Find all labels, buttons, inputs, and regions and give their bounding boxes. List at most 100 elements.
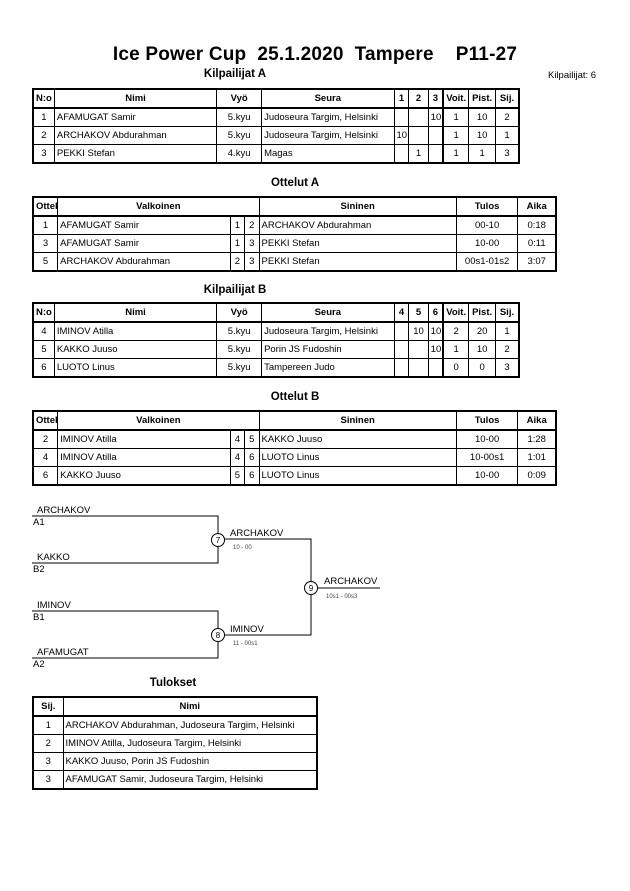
cell-white: KAKKO Juuso bbox=[57, 466, 231, 486]
matches-a-header-row: Ottelu Valkoinen Sininen Tulos Aika bbox=[32, 196, 557, 217]
table-row: 6 KAKKO Juuso 5 6 LUOTO Linus 10-00 0:09 bbox=[32, 466, 557, 486]
match-badge-8 bbox=[211, 628, 225, 642]
cell-blue: ARCHAKOV Abdurahman bbox=[258, 215, 457, 235]
table-row: 3 KAKKO Juuso, Porin JS Fudoshin bbox=[32, 752, 318, 771]
bracket-semi2-winner: IMINOV bbox=[230, 624, 264, 635]
header-time: Aika bbox=[517, 196, 557, 217]
cell-place: 3 bbox=[494, 358, 520, 378]
cell-wins: 1 bbox=[442, 107, 470, 127]
cell-place: 2 bbox=[32, 734, 64, 753]
header-opp-1: 1 bbox=[393, 88, 410, 109]
cell-name: AFAMUGAT Samir, Judoseura Targim, Helsin… bbox=[62, 770, 318, 790]
bracket-entrant-3-name: IMINOV bbox=[37, 600, 71, 611]
cell-name: KAKKO Juuso bbox=[53, 340, 218, 359]
matches-b-header-row: Ottelu Valkoinen Sininen Tulos Aika bbox=[32, 410, 557, 431]
bracket-lines bbox=[32, 515, 380, 659]
header-result: Tulos bbox=[455, 410, 519, 431]
cell-name: IMINOV Atilla, Judoseura Targim, Helsink… bbox=[62, 734, 318, 753]
table-row: 3 AFAMUGAT Samir 1 3 PEKKI Stefan 10-00 … bbox=[32, 234, 557, 253]
cell-white-no: 4 bbox=[229, 429, 246, 449]
bracket-semi1-score: 10 - 00 bbox=[233, 545, 252, 551]
table-row: 4 IMINOV Atilla 4 6 LUOTO Linus 10-00s1 … bbox=[32, 448, 557, 467]
bracket-semi1-winner: ARCHAKOV bbox=[230, 528, 284, 539]
cell-club: Porin JS Fudoshin bbox=[261, 340, 395, 359]
table-row: 2 IMINOV Atilla, Judoseura Targim, Helsi… bbox=[32, 734, 318, 753]
matches-b-heading: Ottelut B bbox=[270, 391, 320, 403]
cell-blue: KAKKO Juuso bbox=[258, 429, 457, 449]
matches-a-table: Ottelu Valkoinen Sininen Tulos Aika 1 AF… bbox=[32, 196, 557, 272]
table-row: 1 ARCHAKOV Abdurahman, Judoseura Targim,… bbox=[32, 715, 318, 735]
cell-time: 0:09 bbox=[517, 466, 557, 486]
table-row: 4 IMINOV Atilla 5.kyu Judoseura Targim, … bbox=[32, 321, 520, 341]
cell-match: 1 bbox=[32, 215, 59, 235]
cell-belt: 4.kyu bbox=[216, 144, 263, 164]
cell-blue-no: 3 bbox=[244, 252, 260, 272]
header-time: Aika bbox=[517, 410, 557, 431]
cell-score-2 bbox=[408, 126, 429, 145]
cell-place: 3 bbox=[494, 144, 520, 164]
pool-b-table: N:o Nimi Vyö Seura 4 5 6 Voit. Pist. Sij… bbox=[32, 302, 520, 378]
cell-score-4 bbox=[393, 321, 410, 341]
header-wins: Voit. bbox=[442, 88, 470, 109]
cell-name: KAKKO Juuso, Porin JS Fudoshin bbox=[62, 752, 318, 771]
cell-white: IMINOV Atilla bbox=[57, 448, 231, 467]
cell-wins: 2 bbox=[442, 321, 470, 341]
table-row: 5 ARCHAKOV Abdurahman 2 3 PEKKI Stefan 0… bbox=[32, 252, 557, 272]
header-belt: Vyö bbox=[216, 88, 263, 109]
cell-time: 0:11 bbox=[517, 234, 557, 253]
cell-result: 00-10 bbox=[455, 215, 519, 235]
header-name: Nimi bbox=[62, 696, 318, 717]
cell-wins: 1 bbox=[442, 144, 470, 164]
bracket-semi2-score: 11 - 00s1 bbox=[233, 641, 258, 647]
results-table: Sij. Nimi 1 ARCHAKOV Abdurahman, Judoseu… bbox=[32, 696, 318, 790]
table-row: 2 ARCHAKOV Abdurahman 5.kyu Judoseura Ta… bbox=[32, 126, 520, 145]
cell-no: 4 bbox=[32, 321, 55, 341]
cell-club: Tampereen Judo bbox=[261, 358, 395, 378]
cell-score-4 bbox=[393, 340, 410, 359]
pool-b-header-row: N:o Nimi Vyö Seura 4 5 6 Voit. Pist. Sij… bbox=[32, 302, 520, 323]
cell-white-no: 5 bbox=[229, 466, 246, 486]
cell-place: 1 bbox=[32, 715, 64, 735]
header-points: Pist. bbox=[468, 302, 496, 323]
cell-white-no: 1 bbox=[229, 234, 246, 253]
cell-match: 6 bbox=[32, 466, 59, 486]
cell-name: ARCHAKOV Abdurahman, Judoseura Targim, H… bbox=[62, 715, 318, 735]
cell-wins: 0 bbox=[442, 358, 470, 378]
cell-place: 2 bbox=[494, 340, 520, 359]
cell-time: 0:18 bbox=[517, 215, 557, 235]
cell-belt: 5.kyu bbox=[216, 107, 263, 127]
header-opp-6: 6 bbox=[427, 302, 444, 323]
cell-points: 10 bbox=[468, 340, 496, 359]
cell-belt: 5.kyu bbox=[216, 321, 263, 341]
header-blue: Sininen bbox=[258, 196, 457, 217]
header-name: Nimi bbox=[53, 88, 218, 109]
header-club: Seura bbox=[261, 88, 395, 109]
cell-score-6 bbox=[427, 358, 444, 378]
header-blue: Sininen bbox=[258, 410, 457, 431]
cell-club: Judoseura Targim, Helsinki bbox=[261, 107, 395, 127]
header-result: Tulos bbox=[455, 196, 519, 217]
cell-white-no: 4 bbox=[229, 448, 246, 467]
match-badge-7-label: 7 bbox=[216, 536, 221, 545]
cell-no: 3 bbox=[32, 144, 55, 164]
header-white: Valkoinen bbox=[57, 410, 260, 431]
cell-name: AFAMUGAT Samir bbox=[53, 107, 218, 127]
bracket-entrant-4-seed: A2 bbox=[33, 659, 45, 670]
participant-count: Kilpailijat: 6 bbox=[548, 70, 597, 81]
cell-score-1 bbox=[393, 107, 410, 127]
cell-blue-no: 5 bbox=[244, 429, 260, 449]
results-header-row: Sij. Nimi bbox=[32, 696, 318, 717]
cell-white: AFAMUGAT Samir bbox=[57, 234, 231, 253]
cell-belt: 5.kyu bbox=[216, 340, 263, 359]
table-row: 2 IMINOV Atilla 4 5 KAKKO Juuso 10-00 1:… bbox=[32, 429, 557, 449]
table-row: 1 AFAMUGAT Samir 5.kyu Judoseura Targim,… bbox=[32, 107, 520, 127]
bracket-entrant-1-name: ARCHAKOV bbox=[37, 505, 91, 516]
pool-a-table: N:o Nimi Vyö Seura 1 2 3 Voit. Pist. Sij… bbox=[32, 88, 520, 164]
bracket-final-lines bbox=[218, 538, 312, 636]
page-title: Ice Power Cup 25.1.2020 Tampere P11-27 bbox=[112, 44, 518, 65]
cell-points: 0 bbox=[468, 358, 496, 378]
cell-place: 1 bbox=[494, 126, 520, 145]
header-club: Seura bbox=[261, 302, 395, 323]
pool-b-heading: Kilpailijat B bbox=[203, 284, 267, 296]
cell-points: 20 bbox=[468, 321, 496, 341]
